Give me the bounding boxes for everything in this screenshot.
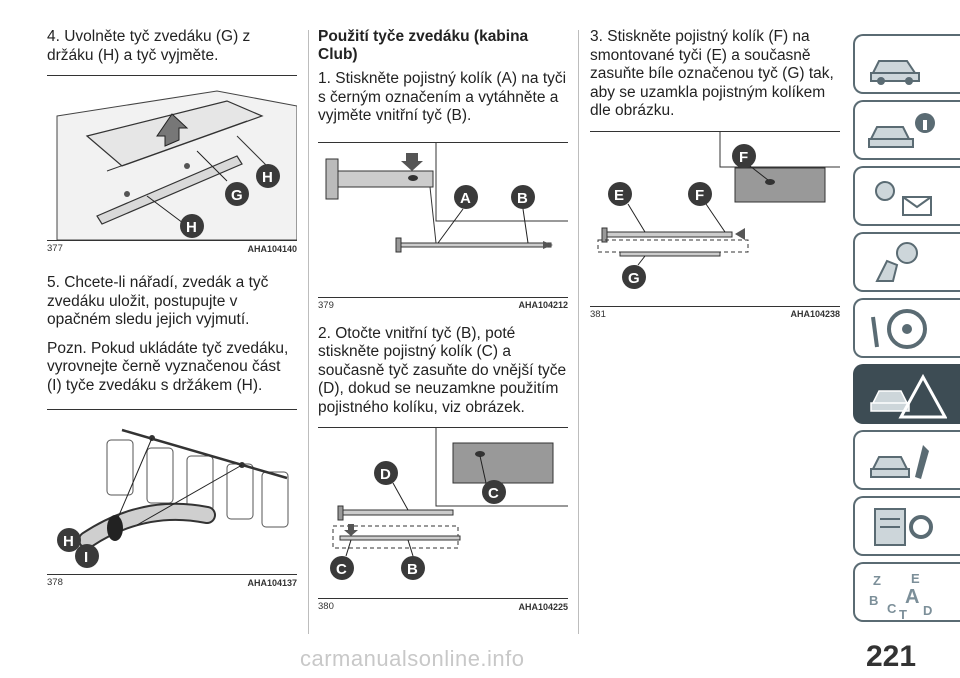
figure-number: 380 [318,601,334,612]
tab-car-info[interactable] [853,100,960,160]
figure-380: D C C B 380 AHA104225 [318,427,568,614]
column-3: 3. Stiskněte pojistný kolík (F) na smont… [590,28,840,322]
index-letter: C [887,601,897,616]
figure-381: F E F G 381 AHA104238 [590,130,840,322]
callout-g: G [231,187,243,204]
figure-caption: 381 AHA104238 [590,305,840,320]
figure-code: AHA104225 [518,601,568,612]
callout-a: A [460,190,471,207]
page-number: 221 [866,640,917,673]
index-letter: B [869,593,878,608]
callout-h: H [262,169,273,186]
callout-b: B [407,561,418,578]
alphabetical-index-icon: Z E B A C T D [869,571,932,621]
car-maintenance-icon [870,445,929,479]
index-letter: D [923,603,932,618]
warning-lights-icon [875,181,932,216]
column-2: Použití tyče zvedáku (kabina Club) 1. St… [318,28,568,614]
callout-f: F [695,187,704,204]
callout-i: I [84,549,88,566]
tab-alphabetical-index[interactable]: Z E B A C T D [853,562,960,622]
callout-h: H [186,219,197,236]
callout-e: E [614,187,624,204]
tab-airbag-seat[interactable] [853,232,960,292]
figure-code: AHA104140 [247,243,297,254]
jack-rod-locking-illustration: F E F G [590,131,840,306]
step-3-text: 3. Stiskněte pojistný kolík (F) na smont… [590,28,834,119]
callout-c: C [336,561,347,578]
figure-number: 381 [590,308,606,320]
car-dashboard-icon [870,60,920,85]
figure-caption: 378 AHA104137 [47,574,297,588]
step-5-text: 5. Chcete-li nářadí, zvedák a tyč zvedák… [47,274,269,328]
figure-378: H I 378 AHA104137 [47,409,297,590]
jack-rod-disassembly-illustration: A B [318,142,568,297]
figure-caption: 377 AHA104140 [47,240,297,254]
figure-code: AHA104137 [247,577,297,588]
airbag-seat-icon [875,242,918,282]
callout-g: G [628,270,640,287]
tab-steering-wheel[interactable] [853,298,960,358]
callout-f: F [739,149,748,166]
technical-data-icon [874,508,933,546]
car-info-icon [868,113,935,148]
tab-warning-lights[interactable] [853,166,960,226]
callout-c: C [488,485,499,502]
figure-379: A B 379 AHA104212 [318,141,568,313]
step-4-text: 4. Uvolněte tyč zvedáku (G) z držáku (H)… [47,28,251,64]
tab-car-maintenance[interactable] [853,430,960,490]
index-letter: A [905,586,919,608]
figure-code: AHA104212 [518,300,568,310]
steering-wheel-icon [871,309,927,349]
callout-h: H [63,533,74,550]
jack-rod-holder-illustration: H G H [47,76,297,240]
figure-number: 378 [47,577,63,588]
jack-rod-storage-illustration: H I [47,410,297,574]
index-letter: T [899,607,907,621]
callout-b: B [517,190,528,207]
figure-code: AHA104238 [790,309,840,319]
figure-caption: 379 AHA104212 [318,296,568,311]
figure-number: 377 [47,243,63,254]
watermark: carmanualsonline.info [300,646,525,671]
emergency-car-icon [870,373,947,419]
section-heading: Použití tyče zvedáku (kabina Club) [318,28,529,63]
index-letter: Z [873,573,881,588]
figure-caption: 380 AHA104225 [318,598,568,612]
column-divider [578,30,579,634]
note-text: Pozn. Pokud ukládáte tyč zvedáku, vyrovn… [47,339,289,394]
step-1-text: 1. Stiskněte pojistný kolík (A) na tyči … [318,70,567,124]
index-letter: E [911,571,920,586]
tab-emergency[interactable] [853,364,960,424]
column-divider [308,30,309,634]
tab-car-dashboard[interactable] [853,34,960,94]
callout-d: D [380,466,391,483]
step-2-text: 2. Otočte vnitřní tyč (B), poté stisknět… [318,324,567,416]
figure-377: H G H 377 AHA104140 [47,75,297,256]
jack-rod-assembly-illustration: D C C B [318,428,568,598]
column-1: 4. Uvolněte tyč zvedáku (G) z držáku (H)… [47,28,297,590]
figure-number: 379 [318,299,334,311]
tab-technical-data[interactable] [853,496,960,556]
